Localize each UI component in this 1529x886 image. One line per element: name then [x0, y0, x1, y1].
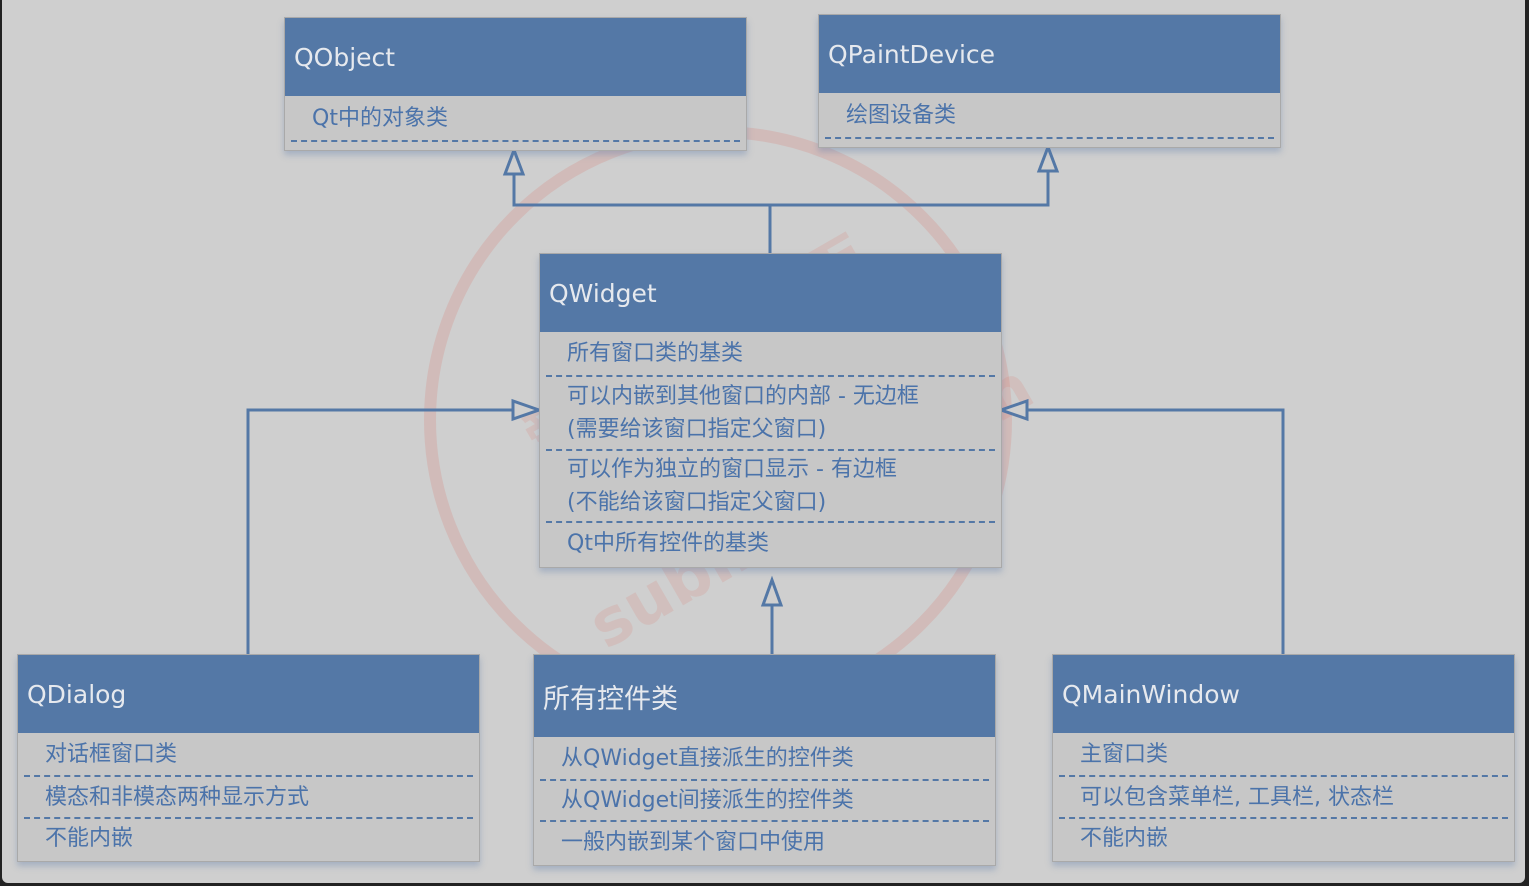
connector-qwidget-to-bases	[512, 172, 772, 253]
arrow-to-qobject	[502, 145, 526, 176]
class-qdialog: QDialog 对话框窗口类 模态和非模态两种显示方式 不能内嵌	[17, 654, 480, 862]
class-name: QMainWindow	[1053, 655, 1514, 733]
class-row: Qt中的对象类	[312, 105, 448, 131]
class-name: 所有控件类	[534, 655, 995, 737]
class-row: 不能内嵌	[45, 825, 134, 851]
class-row: 绘图设备类	[846, 102, 957, 128]
class-row: 模态和非模态两种显示方式	[45, 784, 310, 810]
arrow-controls-to-qwidget	[760, 575, 784, 607]
class-name: QWidget	[540, 254, 1001, 332]
class-row: 所有窗口类的基类	[567, 341, 744, 366]
class-row: 从QWidget直接派生的控件类	[561, 745, 854, 771]
class-row: Qt中所有控件的基类	[567, 530, 769, 556]
connector-qwidget-to-qpaintdevice	[770, 169, 1050, 207]
class-row: 主窗口类	[1080, 741, 1169, 767]
connector-qmainwindow	[1027, 408, 1285, 654]
class-row: 可以内嵌到其他窗口的内部 - 无边框(需要给该窗口指定父窗口)	[567, 384, 919, 442]
class-row: 可以包含菜单栏, 工具栏, 状态栏	[1080, 784, 1394, 810]
class-all-controls: 所有控件类 从QWidget直接派生的控件类 从QWidget间接派生的控件类 …	[533, 654, 996, 866]
class-row: 一般内嵌到某个窗口中使用	[561, 829, 826, 855]
class-name: QObject	[285, 18, 746, 96]
class-row: 对话框窗口类	[45, 741, 178, 767]
class-row: 从QWidget间接派生的控件类	[561, 788, 854, 813]
class-qwidget: QWidget 所有窗口类的基类 可以内嵌到其他窗口的内部 - 无边框(需要给该…	[539, 253, 1002, 568]
class-row: 不能内嵌	[1080, 825, 1169, 851]
connector-qdialog	[246, 408, 514, 654]
class-name: QPaintDevice	[819, 15, 1280, 93]
class-qmainwindow: QMainWindow 主窗口类 可以包含菜单栏, 工具栏, 状态栏 不能内嵌	[1052, 654, 1515, 862]
class-row: 可以作为独立的窗口显示 - 有边框(不能给该窗口指定父窗口)	[567, 457, 897, 515]
class-name: QDialog	[18, 655, 479, 733]
class-qpaintdevice: QPaintDevice 绘图设备类	[818, 14, 1281, 148]
arrow-to-qpaintdevice	[1036, 142, 1060, 173]
arrow-qdialog-to-qwidget	[511, 398, 544, 422]
class-qobject: QObject Qt中的对象类	[284, 17, 747, 151]
arrow-qmainwindow-to-qwidget	[996, 398, 1029, 422]
